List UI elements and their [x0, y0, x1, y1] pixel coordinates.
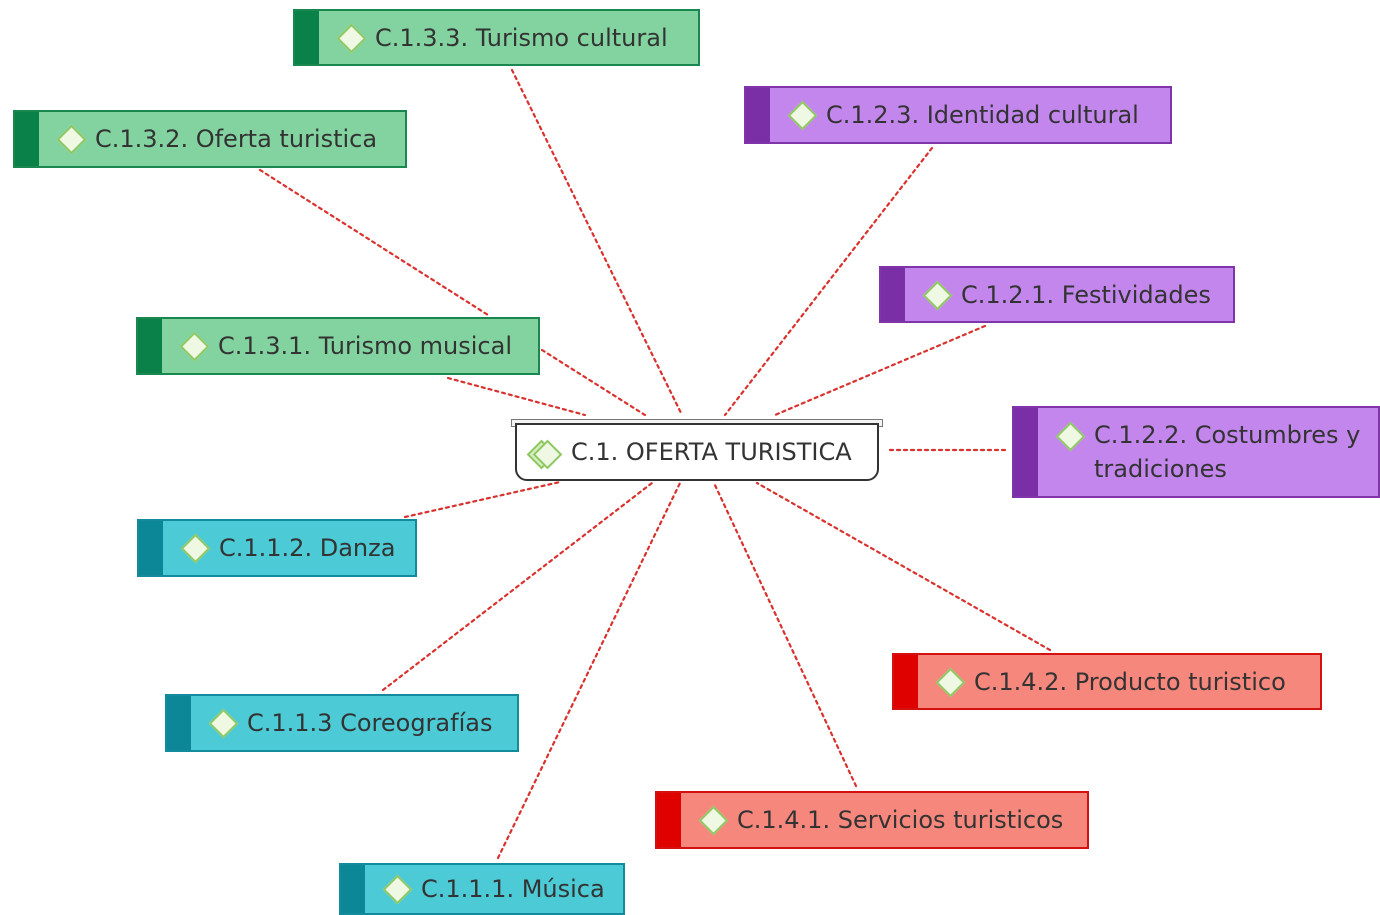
node-label: C.1.4.2. Producto turistico — [974, 667, 1286, 696]
node-color-stripe — [657, 793, 681, 847]
node-c111[interactable]: C.1.1.1. Música — [339, 863, 625, 915]
node-label: C.1.2.3. Identidad cultural — [826, 101, 1139, 129]
diamond-icon — [922, 280, 953, 310]
node-color-stripe — [894, 655, 918, 708]
node-c131[interactable]: C.1.3.1. Turismo musical — [136, 317, 540, 375]
node-color-stripe — [138, 319, 162, 373]
node-label: C.1.1.2. Danza — [219, 534, 396, 562]
node-c133[interactable]: C.1.3.3. Turismo cultural — [293, 9, 700, 66]
node-color-stripe — [15, 112, 39, 166]
node-label: C.1.3.2. Oferta turistica — [95, 125, 378, 153]
node-color-stripe — [1014, 408, 1038, 496]
connector-c111 — [496, 481, 682, 860]
node-c142[interactable]: C.1.4.2. Producto turistico — [892, 653, 1322, 710]
node-color-stripe — [746, 88, 770, 142]
diamond-icon — [56, 124, 87, 155]
node-c132[interactable]: C.1.3.2. Oferta turistica — [13, 110, 407, 168]
central-node-label: C.1. OFERTA TURISTICA — [571, 438, 852, 466]
node-c112[interactable]: C.1.1.2. Danza — [137, 519, 417, 577]
node-label: C.1.2.1. Festividades — [961, 280, 1211, 309]
connector-c141 — [712, 481, 858, 788]
node-color-stripe — [881, 268, 905, 321]
connector-c132 — [258, 168, 490, 317]
connector-c131-b — [446, 376, 587, 417]
diamond-icon — [208, 708, 239, 739]
connector-c131-a — [540, 348, 647, 417]
node-label: C.1.4.1. Servicios turisticos — [737, 806, 1064, 834]
node-c122[interactable]: C.1.2.2. Costumbres y tradiciones — [1012, 406, 1380, 498]
connector-c142 — [755, 481, 1052, 652]
diamond-icon — [1055, 421, 1086, 452]
diamond-icon — [336, 23, 367, 53]
node-label: C.1.1.3 Coreografías — [247, 709, 493, 737]
node-color-stripe — [139, 521, 163, 575]
node-c141[interactable]: C.1.4.1. Servicios turisticos — [655, 791, 1089, 849]
diamond-icon — [180, 533, 211, 564]
node-label: C.1.2.2. Costumbres y tradiciones — [1094, 421, 1361, 483]
node-c113[interactable]: C.1.1.3 Coreografías — [165, 694, 519, 752]
diamond-icon — [935, 667, 966, 697]
diamond-icon — [787, 100, 818, 131]
node-c123[interactable]: C.1.2.3. Identidad cultural — [744, 86, 1172, 144]
node-color-stripe — [167, 696, 191, 750]
node-color-stripe — [341, 865, 365, 913]
node-color-stripe — [295, 11, 319, 64]
connector-c123 — [723, 146, 934, 417]
connector-c121 — [773, 324, 987, 417]
connector-c133 — [510, 68, 684, 417]
node-label: C.1.1.1. Música — [421, 875, 605, 903]
node-label: C.1.3.3. Turismo cultural — [375, 23, 668, 52]
node-c121[interactable]: C.1.2.1. Festividades — [879, 266, 1235, 323]
diamond-icon — [179, 331, 210, 362]
connector-c113 — [381, 481, 654, 692]
diamond-icon — [698, 805, 729, 836]
connector-c112 — [403, 480, 562, 519]
diamond-icon — [382, 874, 413, 905]
node-label: C.1.3.1. Turismo musical — [218, 332, 512, 360]
central-node[interactable]: C.1. OFERTA TURISTICA — [515, 423, 879, 481]
